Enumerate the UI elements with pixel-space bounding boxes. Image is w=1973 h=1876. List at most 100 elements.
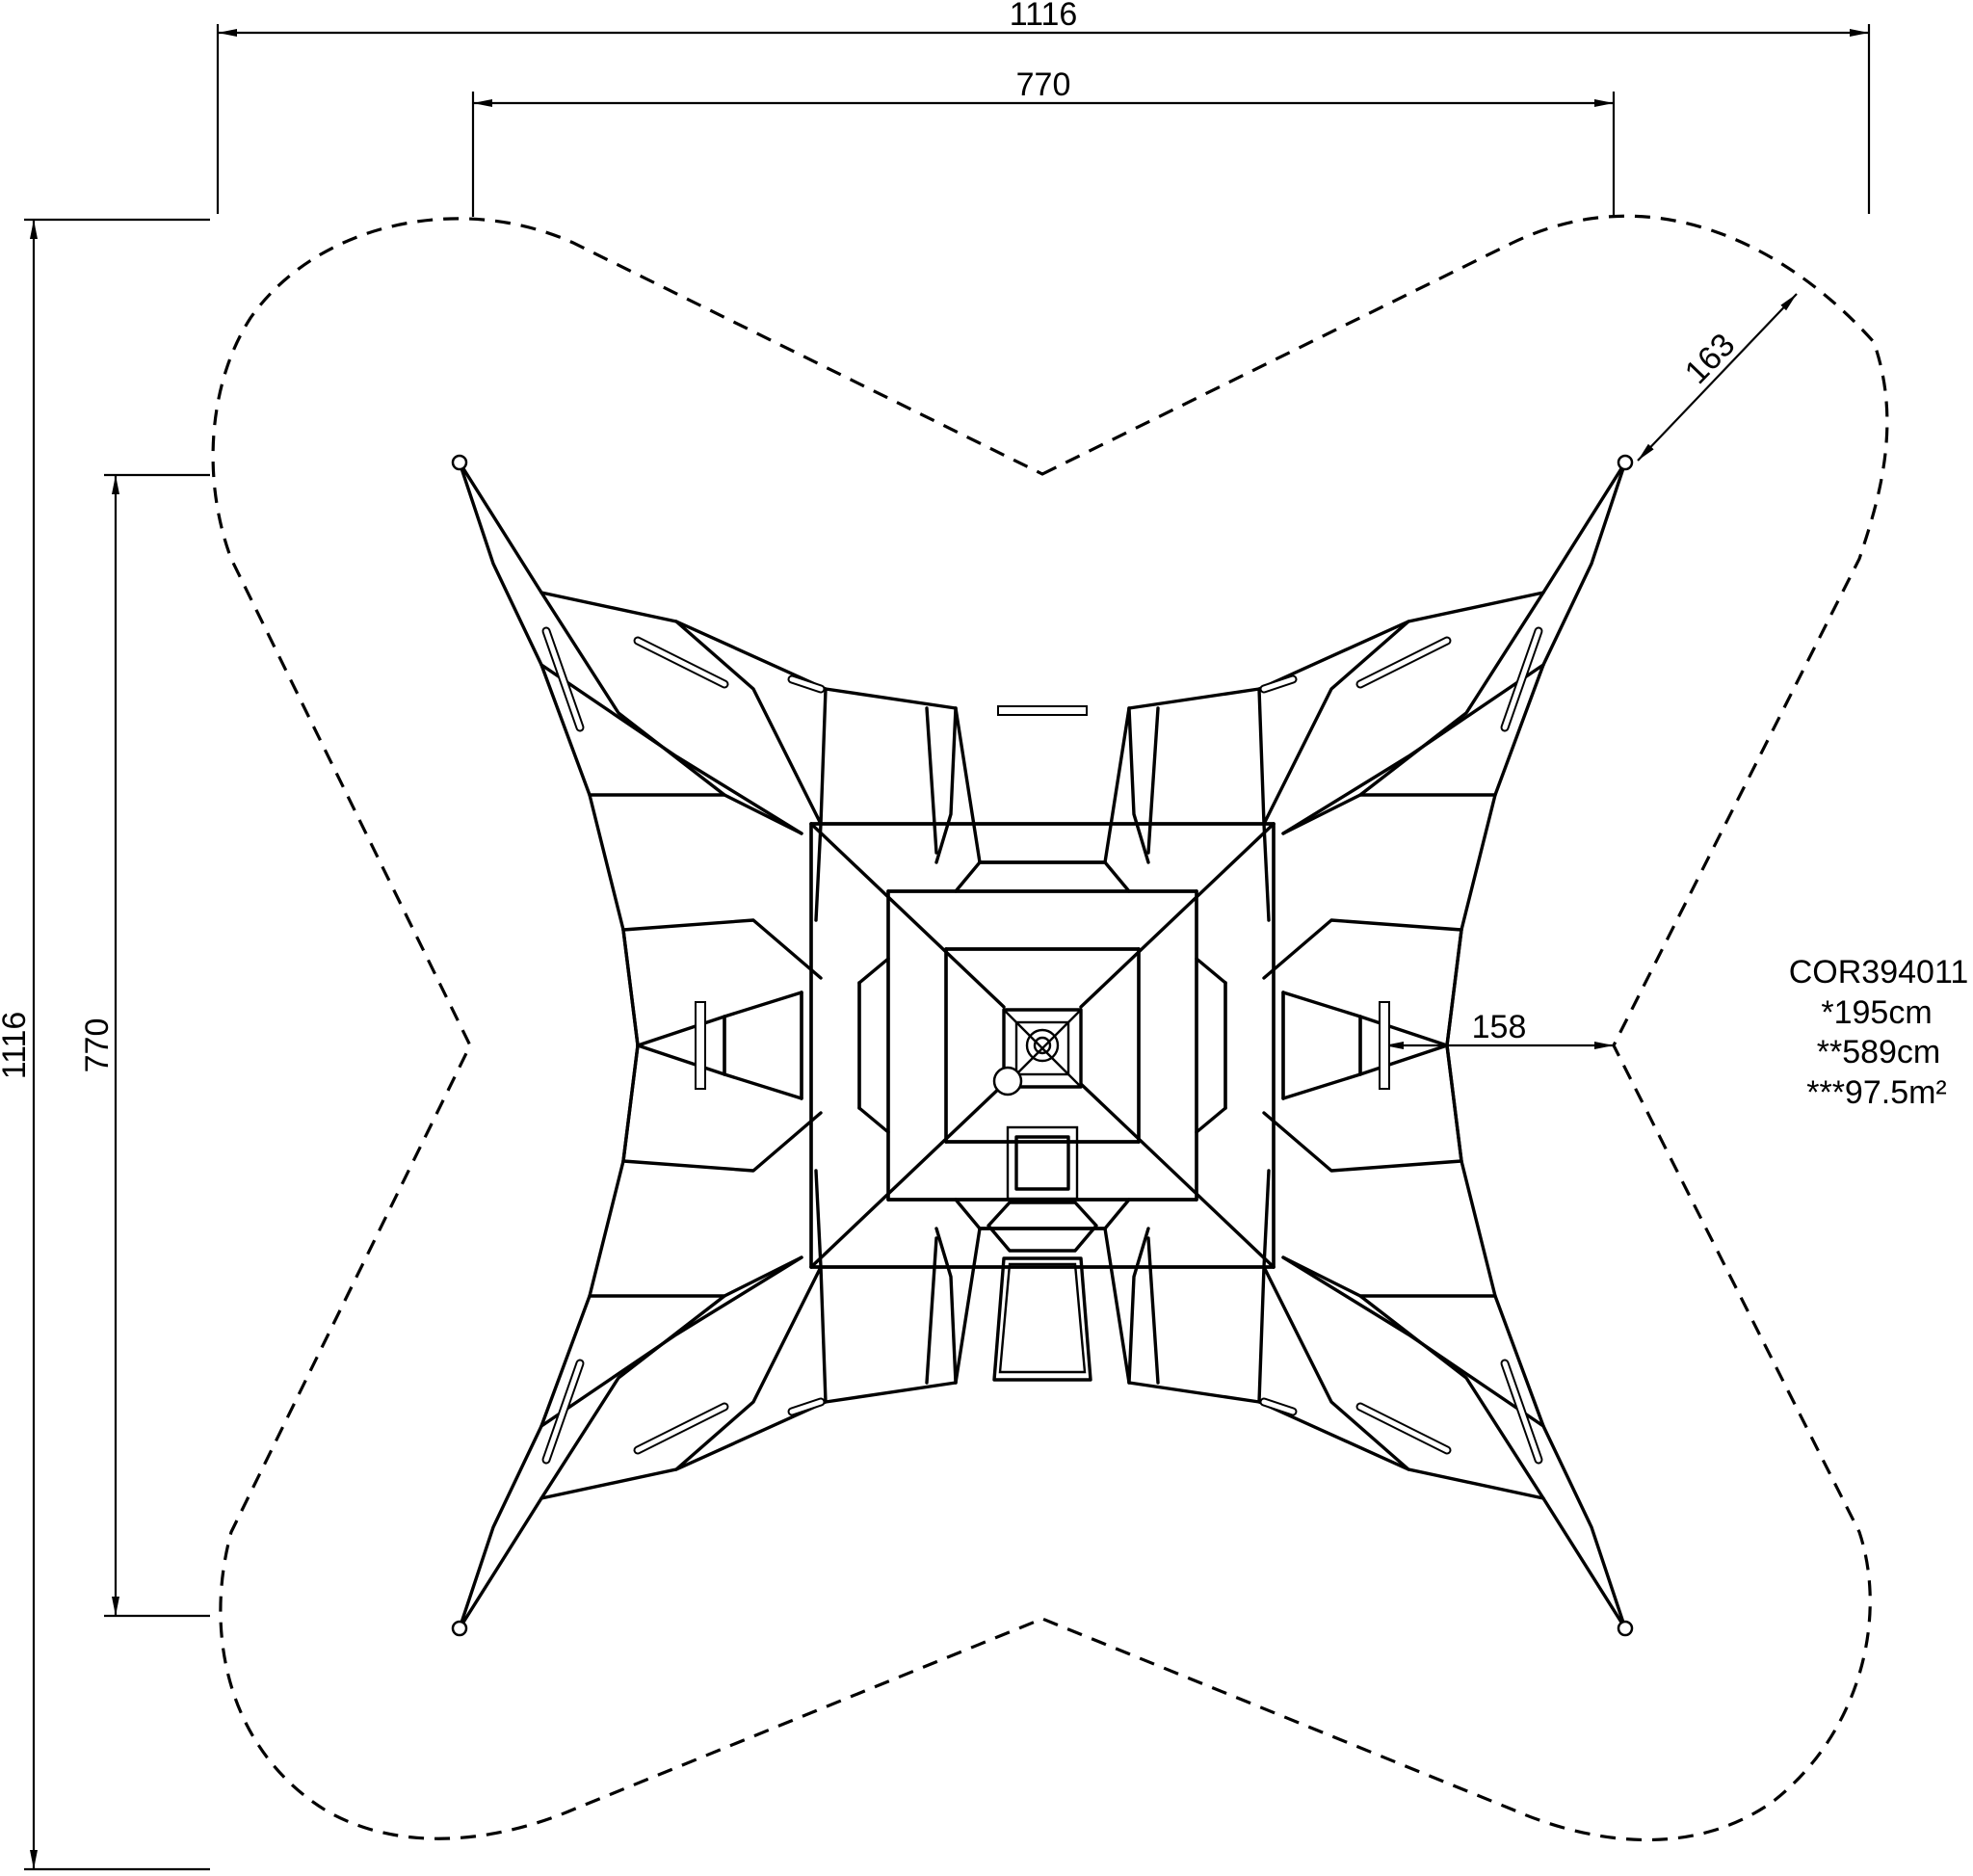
dimension-side-clearance: 158	[1384, 1009, 1614, 1049]
rope-segment	[1281, 793, 1497, 835]
rope-segment	[674, 620, 823, 826]
rope-segment	[1195, 957, 1227, 985]
rope-sleeve	[789, 676, 824, 692]
safety-area: ***97.5m²	[1806, 1074, 1947, 1111]
rope-segment	[674, 1265, 823, 1471]
rope-segment	[857, 1106, 890, 1134]
rope-segment	[458, 461, 640, 1047]
top-bar	[997, 705, 1088, 716]
rope-sleeve	[543, 1361, 583, 1463]
rope-segment	[458, 1044, 640, 1630]
rope-sleeve	[1261, 1399, 1296, 1414]
rope-net-structure	[451, 454, 1634, 1637]
dimension-label-structure-height: 770	[79, 1018, 116, 1073]
free-fall-height: *195cm	[1821, 994, 1932, 1031]
rope-sleeve	[1502, 1361, 1541, 1463]
rope-segment	[814, 687, 828, 922]
rope-segment	[1262, 620, 1410, 826]
rope-sleeve	[789, 1399, 824, 1414]
rope-segment	[1257, 687, 1271, 922]
rope-sleeve	[1357, 1404, 1450, 1453]
rope-segment	[809, 1082, 1006, 1269]
rope-segment	[954, 1227, 982, 1385]
dimension-overall-width: 1116	[216, 0, 1871, 214]
slide-entry-icon	[992, 1066, 1023, 1097]
rope-segment	[1262, 1265, 1410, 1471]
rope-segment	[1445, 1044, 1627, 1630]
dimension-overall-height: 1116	[0, 218, 210, 1871]
rope-segment	[1127, 706, 1150, 864]
ground-anchor-icon	[451, 454, 468, 471]
slide-ramp	[992, 1256, 1092, 1382]
rope-segment	[621, 1044, 640, 1163]
rope-segment	[539, 1294, 726, 1500]
rope-segment	[814, 1169, 828, 1404]
rope-segment	[588, 1255, 803, 1298]
rope-sleeve	[543, 628, 583, 730]
rope-segment	[925, 1236, 938, 1385]
rope-segment	[1358, 591, 1545, 797]
dimension-label-overall-width: 1116	[1010, 0, 1078, 33]
rope-segment	[954, 860, 982, 893]
total-height: **589cm	[1817, 1034, 1941, 1070]
side-sleeve	[1379, 1001, 1390, 1090]
rope-segment	[636, 991, 803, 1047]
side-sleeve	[695, 1001, 706, 1090]
rope-segment	[1281, 1044, 1449, 1100]
dimension-label-structure-width: 770	[1016, 66, 1071, 103]
ground-anchor-icon	[1617, 1620, 1634, 1637]
rope-segment	[925, 706, 938, 855]
rope-segment	[954, 706, 982, 864]
rope-segment	[954, 1198, 982, 1230]
platforms	[986, 705, 1098, 1382]
rope-segment	[636, 1044, 803, 1100]
rope-segment	[1103, 1198, 1131, 1230]
rope-segment	[1079, 822, 1276, 1009]
rope-segment	[1281, 1255, 1545, 1428]
rope-segment	[539, 1255, 803, 1428]
mast-top-icon	[1025, 1028, 1060, 1063]
rope-segment	[1281, 991, 1449, 1047]
rope-segment	[1103, 706, 1131, 864]
rope-segment	[1257, 1169, 1271, 1404]
product-code: COR394011	[1789, 954, 1969, 991]
safety-zone-outline	[211, 214, 1889, 1841]
rope-segment	[1281, 1255, 1497, 1298]
rope-sleeve	[1357, 638, 1450, 687]
rope-segment	[857, 957, 890, 985]
central-tower	[992, 1008, 1083, 1097]
dimension-label-overall-height: 1116	[0, 1012, 33, 1080]
lower-platform	[986, 1201, 1098, 1253]
rope-segment	[809, 822, 1006, 1009]
rope-segment	[1146, 1236, 1160, 1385]
dimension-structure-width: 770	[471, 66, 1616, 217]
dimension-label-side-clearance: 158	[1472, 1009, 1527, 1045]
product-spec-block: COR394011 *195cm **589cm ***97.5m²	[1789, 954, 1969, 1111]
rope-segment	[1103, 1227, 1131, 1385]
rope-segment	[1262, 918, 1463, 980]
rope-segment	[621, 928, 640, 1047]
dimension-structure-height: 770	[79, 473, 210, 1618]
rope-segment	[621, 918, 823, 980]
rope-segment	[1103, 860, 1131, 893]
dimension-label-corner-clearance: 163	[1678, 327, 1743, 391]
rope-segment	[1262, 1111, 1463, 1173]
rope-segment	[934, 706, 958, 864]
rope-sleeve	[1502, 628, 1541, 730]
rope-segment	[1445, 461, 1627, 1047]
rope-segment	[1445, 928, 1463, 1047]
rope-segment	[1358, 1294, 1545, 1500]
rope-segment	[1146, 706, 1160, 855]
rope-segment	[539, 663, 803, 835]
rope-segment	[621, 1111, 823, 1173]
ground-anchor-icon	[1617, 454, 1634, 471]
rope-segment	[934, 1227, 958, 1385]
rope-sleeve	[1261, 676, 1296, 692]
dimension-corner-clearance: 163	[1637, 293, 1798, 462]
rope-segment	[539, 591, 726, 797]
rope-segment	[1127, 1227, 1150, 1385]
rope-segment	[588, 793, 803, 835]
rope-segment	[1445, 1044, 1463, 1163]
rope-sleeve	[635, 1404, 727, 1453]
